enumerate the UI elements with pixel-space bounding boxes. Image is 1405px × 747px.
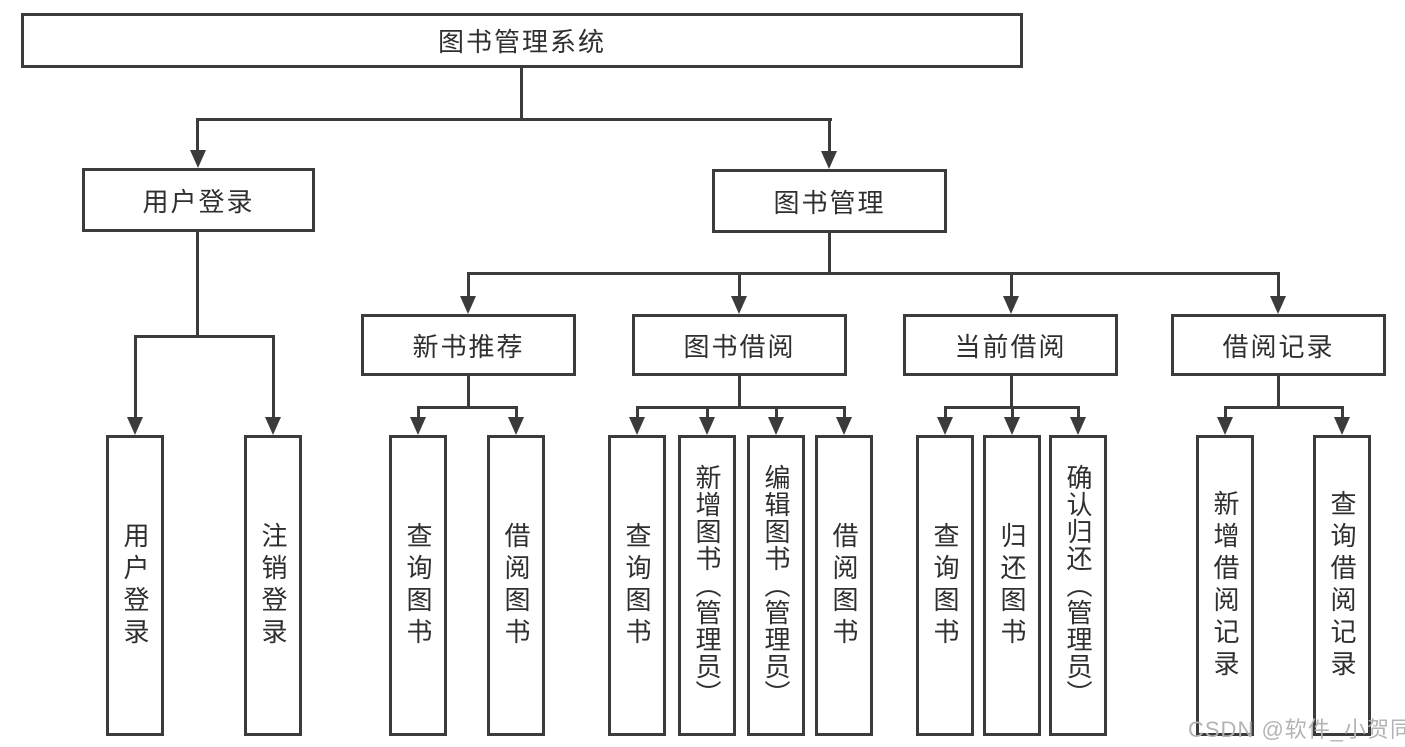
leaf-add-borrow-record: 新增借阅记录 bbox=[1196, 435, 1254, 736]
connector-line bbox=[775, 406, 778, 419]
node-label: 图书管理系统 bbox=[437, 27, 606, 57]
leaf-label: 查询借阅记录 bbox=[1327, 489, 1357, 682]
connector-line bbox=[196, 118, 199, 152]
connector-line bbox=[1011, 406, 1014, 419]
arrowhead-icon bbox=[1004, 417, 1020, 435]
arrowhead-icon bbox=[768, 417, 784, 435]
node-library-management-system: 图书管理系统 bbox=[21, 13, 1023, 68]
connector-line bbox=[515, 406, 518, 419]
connector-line bbox=[1077, 406, 1080, 419]
leaf-borrow-books-recommend: 借阅图书 bbox=[487, 435, 545, 736]
connector-line bbox=[272, 335, 275, 419]
node-label: 借阅记录 bbox=[1222, 331, 1335, 362]
leaf-user-login: 用户登录 bbox=[106, 435, 164, 736]
arrowhead-icon bbox=[937, 417, 953, 435]
leaf-label: 新增借阅记录 bbox=[1210, 489, 1240, 682]
arrowhead-icon bbox=[265, 417, 281, 435]
node-borrowing-records: 借阅记录 bbox=[1171, 314, 1386, 376]
node-label: 新书推荐 bbox=[412, 331, 525, 362]
leaf-label: 编辑图书（管理员） bbox=[761, 464, 791, 707]
leaf-confirm-return-admin: 确认归还（管理员） bbox=[1049, 435, 1107, 736]
connector-line bbox=[467, 272, 470, 297]
connector-line bbox=[196, 118, 832, 121]
arrowhead-icon bbox=[190, 150, 206, 168]
node-label: 图书管理 bbox=[773, 187, 886, 218]
leaf-label: 借阅图书 bbox=[829, 521, 859, 650]
arrowhead-icon bbox=[731, 296, 747, 314]
connector-line bbox=[467, 376, 470, 406]
leaf-label: 归还图书 bbox=[997, 521, 1027, 650]
node-label: 当前借阅 bbox=[954, 331, 1067, 362]
connector-line bbox=[636, 406, 639, 419]
arrowhead-icon bbox=[1217, 417, 1233, 435]
connector-line bbox=[196, 232, 199, 335]
leaf-logout: 注销登录 bbox=[244, 435, 302, 736]
arrowhead-icon bbox=[836, 417, 852, 435]
leaf-label: 查询图书 bbox=[930, 521, 960, 650]
leaf-query-borrow-record: 查询借阅记录 bbox=[1313, 435, 1371, 736]
leaf-label: 查询图书 bbox=[403, 521, 433, 650]
connector-line bbox=[706, 406, 709, 419]
leaf-query-books-borrowing: 查询图书 bbox=[608, 435, 666, 736]
connector-line bbox=[1224, 406, 1227, 419]
connector-line bbox=[1010, 376, 1013, 406]
leaf-query-books-current: 查询图书 bbox=[916, 435, 974, 736]
connector-line bbox=[467, 272, 1279, 275]
node-current-borrowing: 当前借阅 bbox=[903, 314, 1118, 376]
connector-line bbox=[843, 406, 846, 419]
node-user-login-branch: 用户登录 bbox=[82, 168, 315, 232]
node-book-borrowing: 图书借阅 bbox=[632, 314, 847, 376]
connector-line bbox=[828, 118, 831, 152]
leaf-borrow-books-borrowing: 借阅图书 bbox=[815, 435, 873, 736]
arrowhead-icon bbox=[1334, 417, 1350, 435]
leaf-return-books: 归还图书 bbox=[983, 435, 1041, 736]
leaf-label: 查询图书 bbox=[622, 521, 652, 650]
leaf-label: 确认归还（管理员） bbox=[1063, 464, 1093, 707]
node-new-book-recommend: 新书推荐 bbox=[361, 314, 576, 376]
connector-line bbox=[520, 68, 523, 118]
connector-line bbox=[636, 406, 846, 409]
connector-line bbox=[1010, 272, 1013, 297]
leaf-label: 借阅图书 bbox=[501, 521, 531, 650]
arrowhead-icon bbox=[699, 417, 715, 435]
connector-line bbox=[1224, 406, 1344, 409]
arrowhead-icon bbox=[460, 296, 476, 314]
leaf-query-books-recommend: 查询图书 bbox=[389, 435, 447, 736]
arrowhead-icon bbox=[1270, 296, 1286, 314]
connector-line bbox=[134, 335, 137, 419]
connector-line bbox=[828, 233, 831, 272]
node-book-management-branch: 图书管理 bbox=[712, 169, 947, 233]
leaf-label: 用户登录 bbox=[120, 521, 150, 650]
leaf-edit-books-admin: 编辑图书（管理员） bbox=[747, 435, 805, 736]
arrowhead-icon bbox=[410, 417, 426, 435]
connector-line bbox=[1277, 272, 1280, 297]
connector-line bbox=[417, 406, 518, 409]
node-label: 图书借阅 bbox=[683, 331, 796, 362]
connector-line bbox=[417, 406, 420, 419]
arrowhead-icon bbox=[629, 417, 645, 435]
arrowhead-icon bbox=[821, 151, 837, 169]
leaf-add-books-admin: 新增图书（管理员） bbox=[678, 435, 736, 736]
arrowhead-icon bbox=[127, 417, 143, 435]
connector-line bbox=[1341, 406, 1344, 419]
connector-line bbox=[134, 335, 274, 338]
arrowhead-icon bbox=[1003, 296, 1019, 314]
arrowhead-icon bbox=[1070, 417, 1086, 435]
leaf-label: 注销登录 bbox=[258, 521, 288, 650]
connector-line bbox=[1277, 376, 1280, 406]
connector-line bbox=[738, 272, 741, 297]
leaf-label: 新增图书（管理员） bbox=[692, 464, 722, 707]
connector-line bbox=[944, 406, 947, 419]
node-label: 用户登录 bbox=[142, 186, 255, 217]
csdn-watermark: CSDN @软件_小贺同学 bbox=[1188, 717, 1405, 742]
connector-line bbox=[738, 376, 741, 406]
arrowhead-icon bbox=[508, 417, 524, 435]
